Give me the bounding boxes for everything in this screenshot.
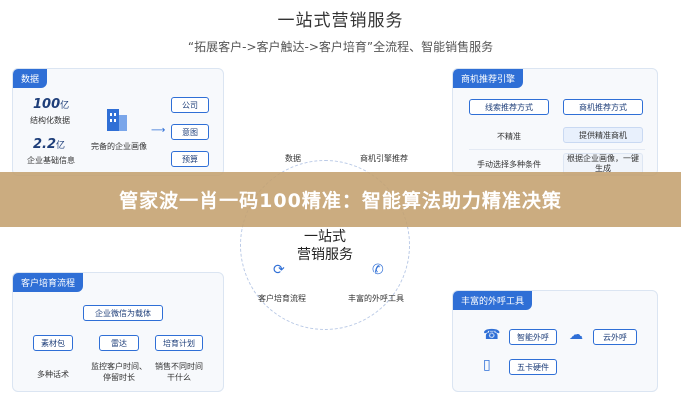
engine-row1-left: 不精准 [497,132,521,141]
engine-row2-left: 手动选择多种条件 [477,160,541,169]
lead-recommend-head: 商机推荐方式 [563,99,643,115]
tools-panel-tag: 丰富的外呼工具 [453,291,533,310]
tool-sim-hardware: 五卡硬件 [509,359,557,375]
stat-enterprise-info-label: 企业基础信息 [27,156,75,165]
banner-text: 管家波一肖一码100精准：智能算法助力精准决策 [119,190,562,212]
nurture-col3-desc: 销售不同时间干什么 [155,362,203,382]
nurture-panel: 客户培育流程 企业微信为载体 素材包 雷达 培育计划 多种话术 监控客户时间、停… [12,272,224,392]
headset-icon: ☎ [483,327,501,343]
center-orbit [240,160,410,330]
profile-label: 完备的企业画像 [91,142,147,151]
clue-recommend-head: 线索推荐方式 [469,99,549,115]
tools-panel: 丰富的外呼工具 ☎ 智能外呼 ☁ 云外呼 ▯ 五卡硬件 [452,290,658,392]
engine-panel-tag: 商机推荐引擎 [453,69,524,88]
nurture-icon: ⟳ [273,262,285,278]
data-item-intent: 意图 [171,124,209,140]
engine-row1-right: 提供精准商机 [563,127,643,143]
arrow-right-icon: ⟶ [151,125,166,136]
orbit-engine-label: 商机引擎推荐 [360,154,408,163]
data-panel-tag: 数据 [13,69,48,88]
data-item-budget: 预算 [171,151,209,167]
nurture-col3-head: 培育计划 [155,335,203,351]
center-title: 一站式 营销服务 [297,229,353,263]
tool-smart-call: 智能外呼 [509,329,557,345]
building-icon [107,109,127,131]
nurture-col2-head: 雷达 [99,335,139,351]
device-icon: ▯ [483,357,491,373]
engine-panel: 商机推荐引擎 线索推荐方式 商机推荐方式 不精准 提供精准商机 手动选择多种条件… [452,68,658,176]
orbit-tools-label: 丰富的外呼工具 [348,294,404,303]
stat-structured-data-label: 结构化数据 [30,116,70,125]
nurture-col2-desc: 监控客户时间、停留时长 [91,362,147,382]
nurture-panel-tag: 客户培育流程 [13,273,84,292]
orbit-nurture-label: 客户培育流程 [258,294,306,303]
phone-icon: ✆ [372,262,384,278]
engine-divider [469,149,645,150]
cloud-icon: ☁ [569,327,583,343]
nurture-col1-head: 素材包 [33,335,73,351]
nurture-col1-desc: 多种话术 [37,370,69,379]
data-panel: 数据 100亿 结构化数据 2.2亿 企业基础信息 完备的企业画像 ⟶ 公司 意… [12,68,224,176]
orbit-data-label: 数据 [285,154,301,163]
overlay-banner: 管家波一肖一码100精准：智能算法助力精准决策 [0,172,681,227]
stat-structured-data: 100亿 [33,97,70,112]
data-item-company: 公司 [171,97,209,113]
tool-cloud-call: 云外呼 [593,329,637,345]
page-title: 一站式营销服务 [277,11,404,31]
nurture-carrier: 企业微信为载体 [83,305,163,321]
stat-enterprise-info: 2.2亿 [33,137,66,152]
page-subtitle: “拓展客户->客户触达->客户培育”全流程、智能销售服务 [187,40,494,54]
